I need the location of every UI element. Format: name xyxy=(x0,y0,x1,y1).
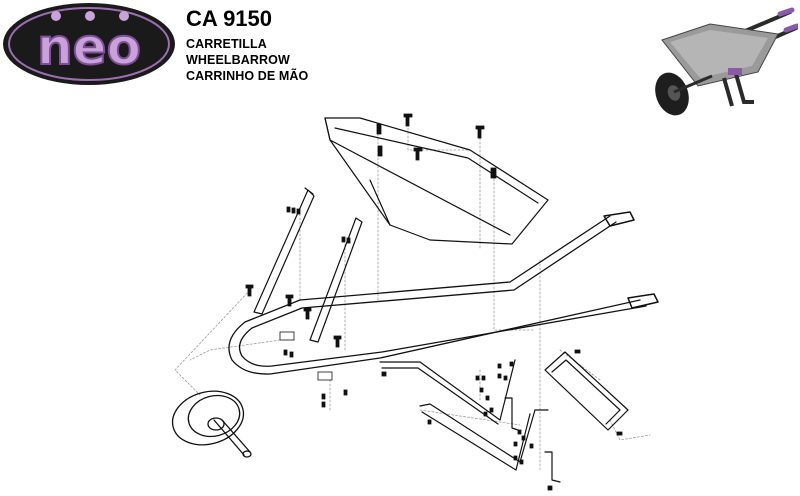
hardware xyxy=(245,113,623,491)
title-block: CA 9150 CARRETILLA WHEELBARROW CARRINHO … xyxy=(186,6,308,84)
wheel-part xyxy=(171,390,252,458)
brace-right xyxy=(309,217,363,343)
tray-part xyxy=(324,117,549,245)
front-bracket xyxy=(544,351,629,431)
bolt-icon xyxy=(245,113,623,436)
nut-icon xyxy=(279,206,553,491)
brace-left xyxy=(253,187,315,315)
leg-assembly xyxy=(379,359,561,483)
product-name-en: WHEELBARROW xyxy=(186,53,290,67)
product-name-pt: CARRINHO DE MÃO xyxy=(186,69,309,83)
product-name-es: CARRETILLA xyxy=(186,37,267,51)
handle-frame xyxy=(228,211,659,375)
logo-text: neo xyxy=(37,18,141,76)
product-code: CA 9150 xyxy=(186,6,273,31)
neo-logo: neo xyxy=(3,3,175,85)
wheelbarrow-photo-icon xyxy=(655,7,798,116)
leader-lines xyxy=(174,119,651,471)
